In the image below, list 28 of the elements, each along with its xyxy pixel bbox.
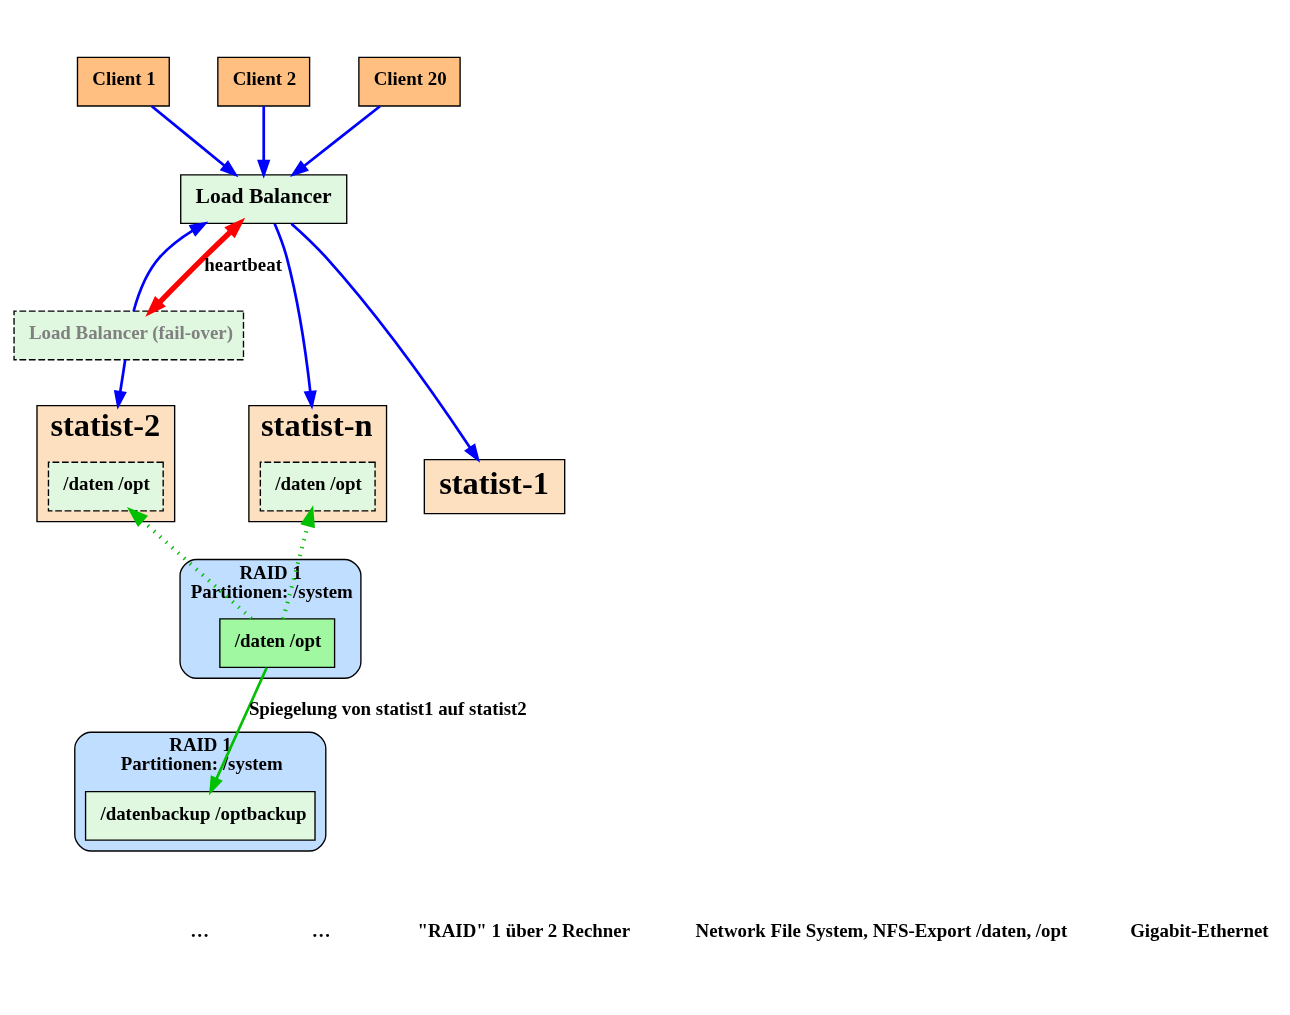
label: Gigabit-Ethernet [1130,919,1269,941]
arrow [257,106,271,179]
label: "RAID" 1 über 2 Rechner [417,919,631,941]
node-box: /daten /opt [47,461,164,512]
arrow [290,222,481,463]
arrow [289,105,381,178]
node-box: Client 1 [76,56,170,107]
arrow [132,221,209,312]
arrow [150,105,239,178]
node-box: /datenbackup /optbackup [84,790,316,841]
label: … [311,919,331,941]
node-box: Client 2 [217,56,311,107]
node-box: Load Balancer (fail-over) [13,310,245,361]
arrow [113,359,127,410]
label: Network File System, NFS-Export /daten, /opt [695,919,1068,941]
edge-label: heartbeat [204,253,282,275]
arrow [126,506,253,621]
node-box: Client 20 [358,56,461,107]
node-box: Load Balancer [180,174,348,225]
node-box: /daten /opt [259,461,376,512]
arrow [209,667,268,796]
node-box: /daten /opt [219,618,336,669]
arrow [273,223,317,410]
arrow [145,217,246,317]
edge-label: Spiegelung von statist1 auf statist2 [248,697,527,719]
label: … [190,919,210,941]
node-box: statist-1 [423,458,566,515]
arrow [281,505,315,620]
